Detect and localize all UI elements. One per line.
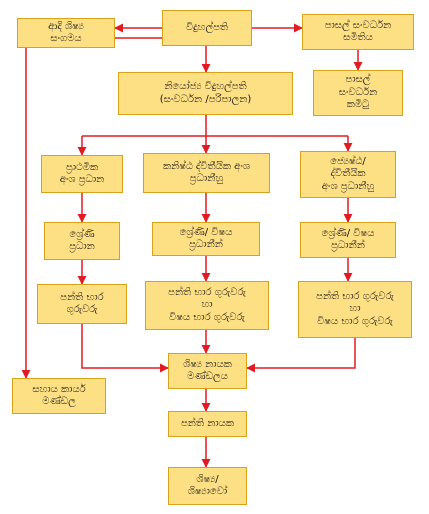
principal-box: විදුහල්පති (162, 10, 252, 46)
primary-section-head-box: ප්‍රාථමික අංශ ප්‍රධාන (41, 155, 123, 193)
senior-secondary-head-box: ජ්‍යෙෂ්ඨ/ ද්විතීයික අංශ ප්‍රධානීහු (300, 151, 396, 198)
connector (246, 338, 356, 373)
junior-class-subject-teachers-box: පන්ති භාර ගුරුවරු හා විෂය භාර ගුරුවරු (145, 281, 269, 330)
prefect-board-box: ශිෂ්‍ය නායක මණ්ඩලය (168, 353, 247, 389)
class-leaders-box: පන්ති නායක (168, 411, 247, 437)
assistant-staff-box: සහාය කාර්ය මණ්ඩල (12, 378, 106, 414)
alumni-association-box: ආදි ශිෂ්‍ය සංගමය (17, 18, 115, 48)
students-box: ශිෂ්‍ය/ ශිෂ්‍යාවෝ (168, 467, 247, 505)
primary-grade-head-box: ශ්‍රේණි ප්‍රධාන (44, 222, 120, 260)
deputy-principal-box: නියෝජ්‍ය විදුහල්පති (සංවර්ධන /පරිපාලන) (118, 72, 293, 115)
primary-class-teachers-box: පන්ති භාර ගුරුවරු (37, 284, 127, 324)
senior-class-subject-teachers-box: පන්ති භාර ගුරුවරු හා විෂය භාර ගුරුවරු (298, 281, 412, 338)
connector (81, 324, 169, 373)
senior-grade-subject-heads-box: ශ්‍රේණි/ විෂය ප්‍රධානීන් (300, 222, 396, 258)
junior-grade-subject-heads-box: ශ්‍රේණි/ විෂය ප්‍රධානීන් (152, 222, 260, 256)
school-development-committee-box: පාසල් සංවර්ධන කමිටු (313, 70, 403, 116)
school-development-society-box: පාසල් සංවර්ධන සමිතිය (302, 14, 414, 50)
junior-secondary-head-box: කනිෂ්ඨ ද්විතීයික අංශ ප්‍රධානීහු (143, 153, 270, 193)
